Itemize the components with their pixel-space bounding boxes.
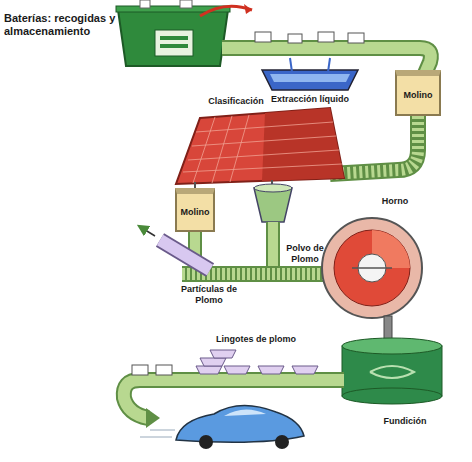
red-arrowhead: [244, 4, 252, 14]
conveyor-belt: [330, 116, 418, 174]
furnace-core: [334, 230, 410, 306]
bucket-rim: [254, 184, 292, 192]
liquid: [270, 74, 350, 82]
battery-icon: [348, 33, 364, 43]
conveyor-outline: [124, 380, 344, 418]
stage-label: Clasificación: [196, 96, 276, 107]
lead-ingots: [196, 350, 318, 374]
battery-dumpster: [118, 10, 228, 66]
stage-label: Extracción líquido: [268, 94, 352, 105]
dumpster-stripe: [160, 36, 188, 40]
furnace-axis: [352, 267, 392, 269]
stage-label: Fundición: [370, 416, 440, 427]
mill-box: Molino: [175, 188, 215, 232]
speed-lines: [140, 430, 175, 437]
drip: [328, 58, 330, 72]
sorting-screen-half: [262, 108, 344, 181]
dumpster-panel: [155, 30, 193, 56]
battery-icon: [288, 34, 302, 43]
battery-icon: [318, 32, 334, 42]
battery-icon: [140, 0, 150, 8]
mill-label: Molino: [181, 207, 210, 217]
collection-bucket: [254, 188, 292, 222]
conveyor-outline: [266, 222, 280, 270]
tank-top: [342, 338, 442, 354]
mill-label: Molino: [404, 90, 433, 100]
conveyor-belt: [268, 222, 278, 270]
stage-heading: Baterías: recogidas y almacenamiento: [4, 12, 116, 38]
battery-icon: [132, 365, 148, 375]
belt-arrowhead: [146, 408, 160, 428]
liquid-tray: [262, 70, 358, 90]
car-wheel: [199, 435, 213, 449]
stage-label: Horno: [370, 196, 420, 207]
conveyor-outline: [330, 116, 418, 174]
stage-label: Lingotes de plomo: [206, 334, 306, 345]
tube-outline: [160, 240, 210, 270]
stage-label: Partículas de Plomo: [176, 284, 242, 306]
battery-icon: [255, 32, 271, 42]
car-wheel: [275, 435, 289, 449]
plastic-tube: [160, 240, 210, 270]
mill-box: Molino: [395, 70, 441, 116]
stage-label: Polvo de Plomo: [278, 243, 332, 265]
red-arrow: [200, 6, 252, 16]
conveyor-belt: [124, 380, 344, 418]
battery-icon: [156, 365, 172, 375]
furnace: [322, 218, 422, 318]
drip: [290, 58, 292, 72]
tank-bottom: [342, 388, 442, 404]
sorting-screen: [176, 108, 344, 184]
exit-arrow: [142, 228, 155, 236]
screen-grid: [183, 115, 342, 183]
battery-icon: [180, 0, 192, 8]
dumpster-stripe: [160, 44, 188, 48]
car-window: [224, 409, 266, 416]
stirrer: [370, 366, 414, 378]
